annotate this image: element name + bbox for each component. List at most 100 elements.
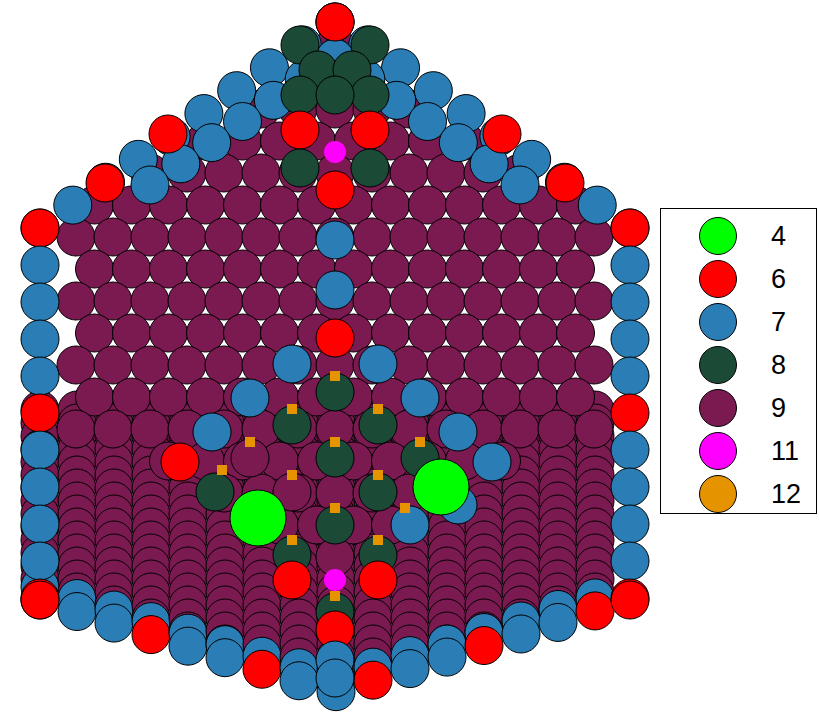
atom (611, 320, 649, 358)
atom-small (330, 371, 340, 381)
atom-adatom (230, 490, 286, 546)
atom (611, 468, 649, 506)
legend-row: 9 (661, 388, 816, 428)
atom (428, 638, 466, 676)
atom (401, 379, 439, 417)
atom (21, 357, 59, 395)
atom (351, 149, 389, 187)
atom (21, 283, 59, 321)
atom-small (287, 470, 297, 480)
atom (54, 186, 92, 224)
atom (86, 164, 124, 202)
legend-label: 4 (771, 220, 786, 252)
atom (351, 76, 389, 114)
atom-small (245, 437, 255, 447)
atom (465, 627, 503, 665)
atom (575, 410, 613, 448)
legend-swatch (699, 475, 737, 513)
atom (316, 659, 354, 697)
atom-small (400, 503, 410, 513)
legend-row: 12 (661, 474, 816, 514)
atom (316, 76, 354, 114)
atom (21, 505, 59, 543)
atom (611, 581, 649, 619)
atom (131, 166, 169, 204)
atom (539, 603, 577, 641)
atom (473, 443, 511, 481)
atom (611, 283, 649, 321)
atom (21, 209, 59, 247)
atom (21, 431, 59, 469)
atom (21, 542, 59, 580)
legend-swatch (699, 260, 737, 298)
atom (316, 221, 354, 259)
legend-row: 6 (661, 259, 816, 299)
atom (359, 345, 397, 383)
atom (21, 468, 59, 506)
legend-label: 9 (771, 392, 786, 424)
atom (611, 394, 649, 432)
legend-row: 7 (661, 302, 816, 342)
atom (169, 627, 207, 665)
atom (57, 410, 95, 448)
atom (280, 662, 318, 700)
atom (243, 650, 281, 688)
atom-small (217, 465, 227, 475)
atom (281, 111, 319, 149)
atom (611, 542, 649, 580)
atom (316, 319, 354, 357)
atom (316, 271, 354, 309)
legend-label: 6 (771, 263, 786, 295)
legend-swatch (699, 432, 737, 470)
atom (21, 246, 59, 284)
atom (250, 49, 288, 87)
atom (21, 430, 59, 468)
atom (546, 164, 584, 202)
atom (538, 410, 576, 448)
atom (273, 345, 311, 383)
atom (611, 209, 649, 247)
atom (316, 3, 354, 41)
atom-small (373, 470, 383, 480)
atom-small (330, 503, 340, 513)
atom (359, 561, 397, 599)
atom (161, 443, 199, 481)
atom (231, 379, 269, 417)
atom-layer (21, 3, 649, 711)
legend-swatch (699, 346, 737, 384)
atom-adatom (413, 459, 469, 515)
atom (21, 394, 59, 432)
atom (316, 171, 354, 209)
atom (501, 166, 539, 204)
atom (502, 615, 540, 653)
atom-small (330, 437, 340, 447)
atom (132, 616, 170, 654)
atom (611, 246, 649, 284)
atom (21, 209, 59, 247)
atom-small (324, 141, 346, 163)
atom (58, 593, 96, 631)
atom (545, 163, 583, 201)
atom (21, 320, 59, 358)
legend-label: 11 (771, 435, 799, 467)
atom (95, 604, 133, 642)
atom (578, 186, 616, 224)
legend-swatch (699, 303, 737, 341)
atom-small (373, 404, 383, 414)
legend-swatch (699, 389, 737, 427)
atom (439, 413, 477, 451)
legend-row: 8 (661, 345, 816, 385)
atom (21, 581, 59, 619)
atom-small (287, 535, 297, 545)
atom (611, 505, 649, 543)
atom-small (324, 569, 346, 591)
atom (149, 115, 187, 153)
legend-box: 4 6 78 9 11 12 (660, 208, 817, 514)
legend-swatch (699, 217, 737, 255)
atom (611, 431, 649, 469)
atom (316, 3, 354, 41)
atom (193, 413, 231, 451)
atom (281, 149, 319, 187)
legend-row: 4 (661, 216, 816, 256)
atom (351, 111, 389, 149)
